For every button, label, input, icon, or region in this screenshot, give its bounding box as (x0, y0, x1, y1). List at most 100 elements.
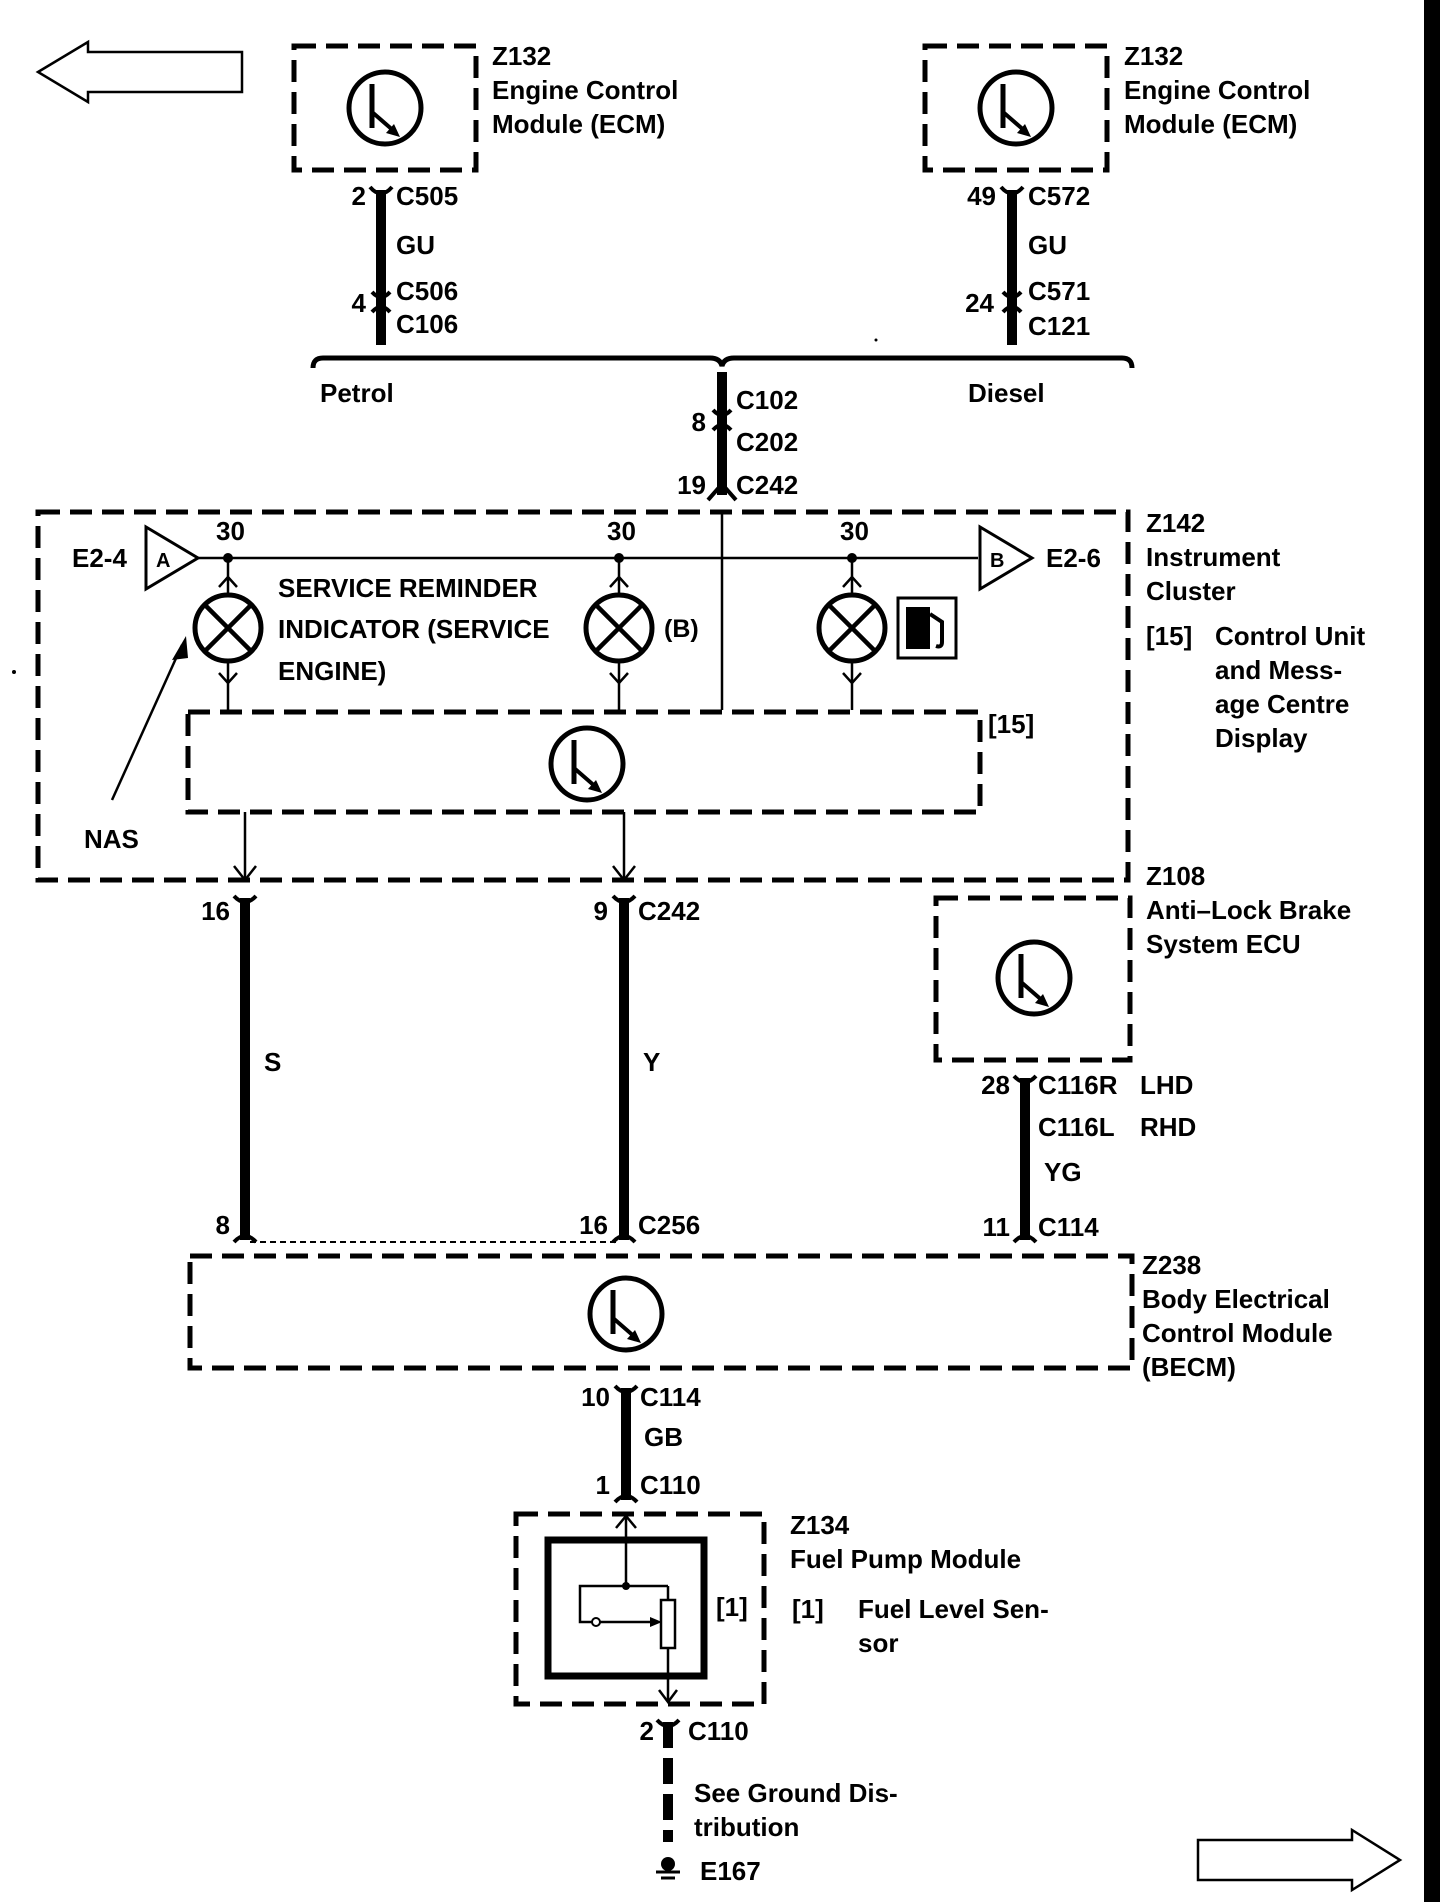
c114-bottom-pin: 10 (581, 1382, 610, 1412)
c116r-name: C116R (1038, 1070, 1118, 1100)
fuel-pump-id: Z134 (790, 1510, 850, 1540)
fuel-pump-icon (896, 596, 958, 660)
ecm-petrol-box (291, 43, 479, 173)
c110-top-name: C110 (640, 1470, 701, 1500)
control-unit-box (185, 709, 983, 815)
next-page-arrow-icon[interactable] (1196, 1827, 1403, 1893)
wire-y-label: Y (643, 1047, 660, 1077)
nas-label: NAS (84, 824, 139, 854)
c505-wire-color: GU (396, 230, 435, 260)
connector-c110-bottom-symbol (655, 1718, 681, 1728)
c114-right-name: C114 (1038, 1212, 1099, 1242)
c121-name: C121 (1028, 311, 1090, 341)
service-reminder-lamp-icon (192, 592, 264, 664)
connector-c110-top-symbol (613, 1494, 639, 1504)
c571-name: C571 (1028, 276, 1090, 306)
c256-mid-name: C256 (638, 1210, 700, 1240)
becm-name-line3: (BECM) (1142, 1352, 1236, 1382)
bus-diesel-label: Diesel (968, 378, 1045, 408)
abs-ecu-name-line1: Anti–Lock Brake (1146, 895, 1351, 925)
c116r-suffix: LHD (1140, 1070, 1193, 1100)
c116-pin: 28 (981, 1070, 1010, 1100)
instrument-cluster-box (35, 509, 1131, 883)
connector-c102-symbol (711, 408, 733, 432)
c506-name: C506 (396, 276, 458, 306)
brake-symbol-label: (B) (664, 615, 699, 643)
c242-top-pin: 19 (677, 470, 706, 500)
c114-right-pin: 11 (983, 1212, 1011, 1242)
fuel-note-line2: sor (858, 1628, 898, 1658)
c256-mid-pin: 16 (579, 1210, 608, 1240)
page-edge-bar (1424, 0, 1440, 1902)
abs-ecu-name-line2: System ECU (1146, 929, 1301, 959)
ground-icon (656, 1857, 680, 1880)
c571-pin: 24 (965, 288, 994, 318)
becm-name-line1: Body Electrical (1142, 1284, 1330, 1314)
service-reminder-line3: ENGINE) (278, 656, 386, 686)
ref-a-triangle (144, 524, 201, 592)
connector-c572-symbol (999, 185, 1025, 196)
c572-name: C572 (1028, 181, 1090, 211)
abs-ecu-box (933, 895, 1133, 1063)
becm-name-line2: Control Module (1142, 1318, 1333, 1348)
c242-top-name: C242 (736, 470, 798, 500)
c242-mid-name: C242 (638, 896, 700, 926)
ref-a-label: E2-4 (72, 543, 127, 573)
c242-left-pin: 16 (201, 896, 230, 926)
service-reminder-line2: INDICATOR (SERVICE (278, 614, 550, 644)
c242-mid-pin: 9 (594, 896, 608, 926)
connector-c506-symbol (370, 290, 392, 314)
ref-b-triangle (978, 524, 1035, 592)
instrument-cluster-name-line1: Instrument (1146, 542, 1281, 572)
fuel-pump-name: Fuel Pump Module (790, 1544, 1021, 1574)
c110-bottom-pin: 2 (640, 1716, 654, 1746)
ecm-petrol-id: Z132 (492, 41, 551, 71)
pin-30-fuel: 30 (840, 516, 869, 546)
ref-b-label: E2-6 (1046, 543, 1101, 573)
cluster-note-line3: age Centre (1215, 689, 1349, 719)
previous-page-arrow-icon[interactable] (35, 39, 244, 105)
transistor-icon (977, 69, 1055, 147)
c114-bottom-name: C114 (640, 1382, 701, 1412)
ref-b-letter: B (990, 550, 1004, 572)
nas-pointer-line (110, 644, 184, 801)
connector-c256-mid-symbol (611, 1234, 637, 1244)
connector-c116-symbol (1012, 1074, 1038, 1084)
c106-name: C106 (396, 309, 458, 339)
pin-30-brake: 30 (607, 516, 636, 546)
instrument-cluster-name-line2: Cluster (1146, 576, 1236, 606)
ecm-diesel-id: Z132 (1124, 41, 1183, 71)
instrument-cluster-id: Z142 (1146, 508, 1205, 538)
fuel-sensor-ref: [1] (716, 1592, 748, 1622)
c506-pin: 4 (352, 288, 367, 318)
service-reminder-line1: SERVICE REMINDER (278, 573, 538, 603)
connector-c242-top-symbol (706, 480, 738, 502)
nas-pointer-arrowhead (172, 636, 188, 660)
scan-speck (12, 670, 16, 674)
wire-yg-label: YG (1044, 1157, 1082, 1187)
c505-pin: 2 (352, 181, 366, 211)
connector-c256-left-symbol (232, 1234, 258, 1244)
becm-box (187, 1253, 1135, 1371)
petrol-diesel-bus (310, 355, 1135, 369)
c102-name: C102 (736, 385, 798, 415)
cluster-note-line1: Control Unit (1215, 621, 1366, 651)
c102-pin: 8 (692, 407, 706, 437)
transistor-icon (587, 1275, 665, 1353)
c202-name: C202 (736, 427, 798, 457)
abs-ecu-id: Z108 (1146, 861, 1205, 891)
ground-note-line2: tribution (694, 1812, 799, 1842)
cluster-note-line2: and Mess- (1215, 655, 1342, 685)
pin-30-service: 30 (216, 516, 245, 546)
connector-c114-bottom-symbol (613, 1384, 639, 1394)
cluster-note-line4: Display (1215, 723, 1308, 753)
ecm-petrol-name-line1: Engine Control (492, 75, 678, 105)
wire-s-label: S (264, 1047, 281, 1077)
ground-id: E167 (700, 1856, 761, 1886)
c116l-suffix: RHD (1140, 1112, 1196, 1142)
ecm-diesel-box (922, 43, 1110, 173)
connector-c505-symbol (368, 185, 394, 196)
c110-bottom-name: C110 (688, 1716, 749, 1746)
transistor-icon (995, 939, 1073, 1017)
wire-gb-label: GB (644, 1422, 683, 1452)
